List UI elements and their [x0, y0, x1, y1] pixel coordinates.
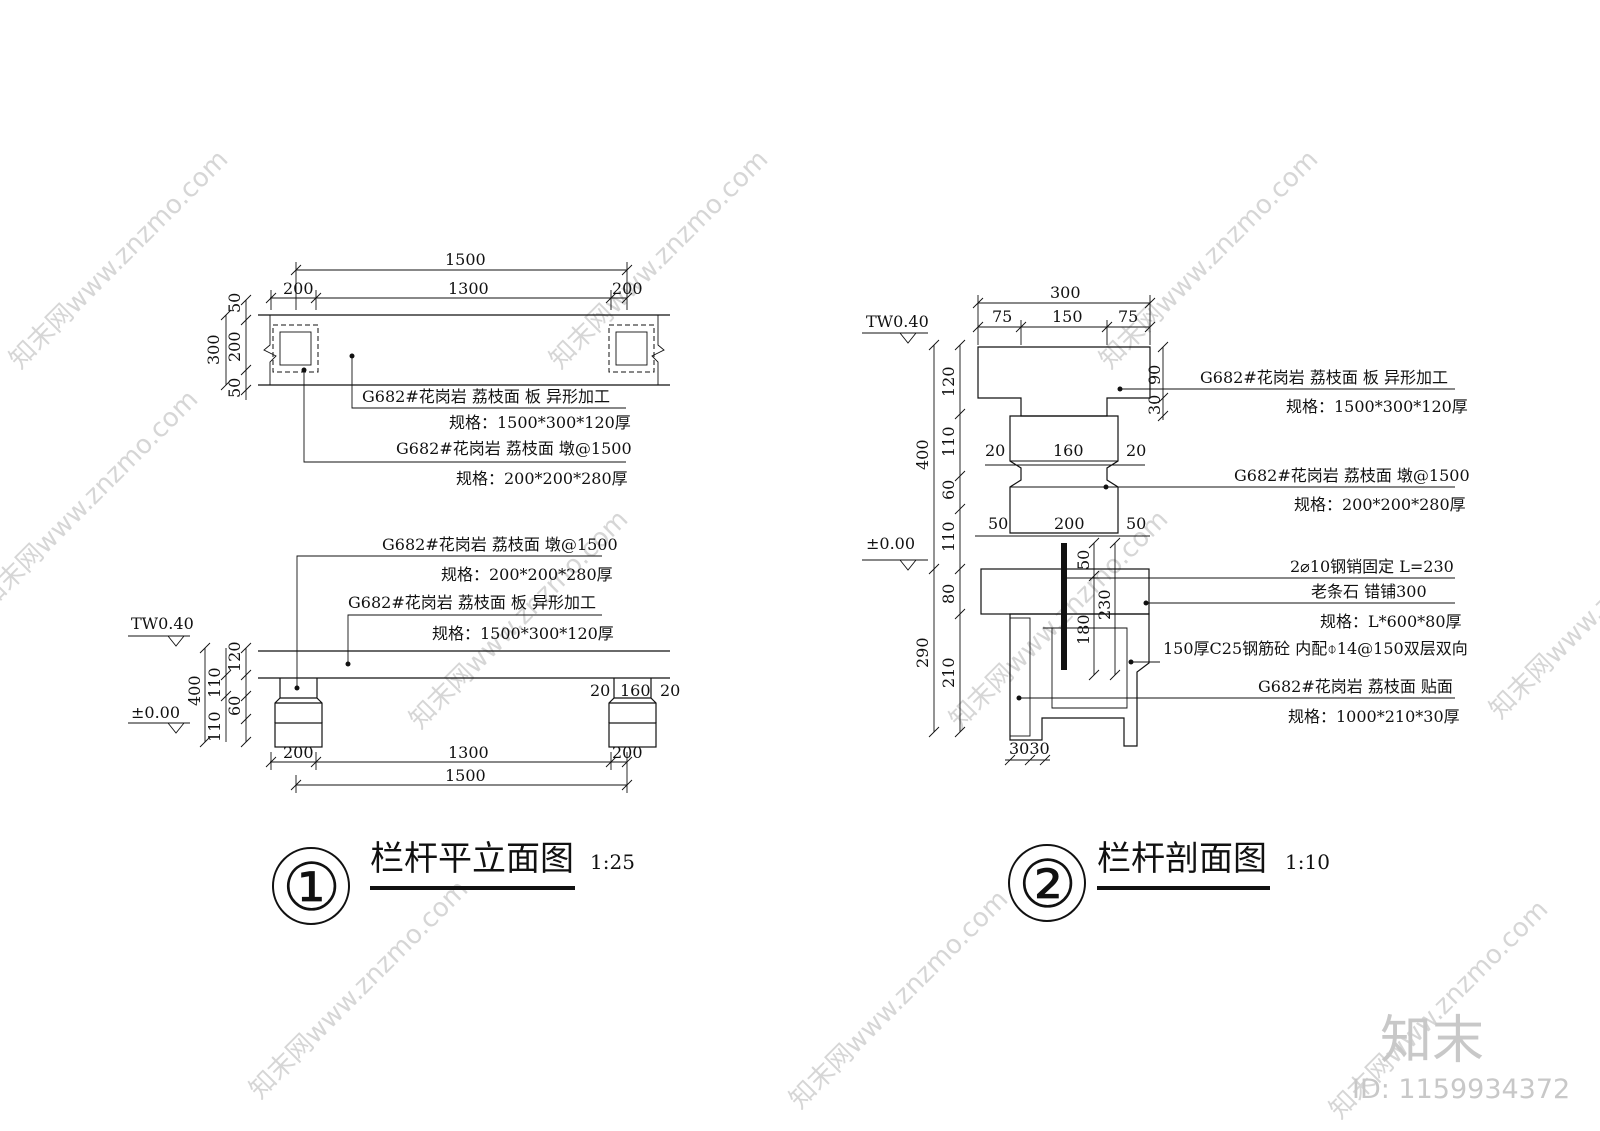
sec-dim-230: 230	[1095, 589, 1114, 620]
plan-note1-line2: 规格：1500*300*120厚	[449, 413, 631, 432]
sec-note-1: G682#花岗岩 荔枝面 板 异形加工	[1200, 368, 1448, 387]
sec-dim-75a: 75	[992, 307, 1012, 326]
elev-dim-mid: 1300	[448, 743, 489, 762]
sec-dim-180: 180	[1074, 614, 1093, 645]
watermark-text: 知末网www.znzmo.com	[1484, 494, 1600, 725]
sec-dim-290: 290	[913, 637, 932, 668]
drawing1-scale: 1:25	[590, 850, 635, 874]
sec-dim-50a: 50	[988, 514, 1008, 533]
sec-note-4: 规格：200*200*280厚	[1294, 495, 1466, 514]
sec-note-10: 规格：1000*210*30厚	[1288, 707, 1460, 726]
watermark-text: 知末网www.znzmo.com	[944, 504, 1175, 735]
sec-level-zero: ±0.00	[866, 534, 915, 553]
sec-dim-80: 80	[939, 584, 958, 604]
drawing1-title: 栏杆平立面图	[370, 839, 574, 879]
elev-dim-left: 200	[283, 743, 314, 762]
watermark-text: 知末网www.znzmo.com	[244, 874, 475, 1105]
sec-dim-150: 150	[1052, 307, 1083, 326]
sec-dim-110a: 110	[939, 426, 958, 457]
sec-note-8: 150厚C25钢筋砼 内配⌽14@150双层双向	[1163, 639, 1468, 658]
sec-note-5: 2⌀10钢销固定 L=230	[1290, 557, 1454, 576]
elev-dim-20b: 20	[660, 681, 680, 700]
drawing1-number: ①	[282, 849, 341, 926]
plan-note1-line1: G682#花岗岩 荔枝面 板 异形加工	[362, 387, 610, 406]
elev-dim-60: 60	[225, 696, 244, 716]
elev-dim-120: 120	[225, 641, 244, 672]
elev-dim-110a: 110	[205, 667, 224, 698]
sec-dim-210: 210	[939, 657, 958, 688]
elev-note1-line1: G682#花岗岩 荔枝面 墩@1500	[382, 535, 618, 554]
elev-dim-400: 400	[185, 675, 204, 706]
sec-dim-90: 90	[1145, 365, 1164, 385]
plan-dim-mid: 1300	[448, 279, 489, 298]
plan-dim-total: 1500	[445, 250, 486, 269]
title-block-2: ② 栏杆剖面图 1:10	[1008, 839, 1330, 923]
elev-dim-160: 160	[620, 681, 651, 700]
watermark-text: 知末网www.znzmo.com	[4, 144, 235, 375]
sec-note-2: 规格：1500*300*120厚	[1286, 397, 1468, 416]
title-block-1: ① 栏杆平立面图 1:25	[272, 839, 635, 926]
sec-dim-300: 300	[1050, 283, 1081, 302]
sec-dim-120: 120	[939, 366, 958, 397]
watermark-text: 知末网www.znzmo.com	[0, 384, 204, 615]
watermark-text: 知末网www.znzmo.com	[1094, 144, 1325, 375]
sec-dim-20a: 20	[985, 441, 1005, 460]
elev-note1-line2: 规格：200*200*280厚	[441, 565, 613, 584]
section-view: 300 75 150 75 TW0.40 ±0.00 120 110 60 11…	[862, 283, 1470, 766]
sec-dim-3030: 3030	[1009, 739, 1050, 758]
sec-level-top: TW0.40	[866, 312, 929, 331]
plan-dim-right: 200	[612, 279, 643, 298]
elev-level-zero: ±0.00	[131, 703, 180, 722]
watermark-text: 知末网www.znzmo.com	[784, 884, 1015, 1115]
watermark-brand: 知末	[1380, 1011, 1484, 1071]
sec-dim-75b: 75	[1118, 307, 1138, 326]
watermark-layer: 知末网www.znzmo.com 知末网www.znzmo.com 知末网www…	[0, 144, 1600, 1125]
drawing2-scale: 1:10	[1285, 850, 1330, 874]
elevation-view: G682#花岗岩 荔枝面 墩@1500 规格：200*200*280厚 G682…	[128, 535, 680, 793]
elev-dim-right: 200	[612, 743, 643, 762]
plan-dim-side-50a: 50	[225, 293, 244, 313]
drawing2-title: 栏杆剖面图	[1097, 839, 1267, 879]
plan-dim-side-50b: 50	[225, 378, 244, 398]
sec-dim-50b: 50	[1126, 514, 1146, 533]
sec-dim-400: 400	[913, 439, 932, 470]
sec-dim-110b: 110	[939, 521, 958, 552]
sec-dim-50c: 50	[1074, 550, 1093, 570]
sec-dim-30: 30	[1145, 395, 1164, 415]
sec-dim-20b: 20	[1126, 441, 1146, 460]
elev-level-top: TW0.40	[131, 614, 194, 633]
sec-note-6: 老条石 错铺300	[1311, 582, 1427, 601]
drawing2-number: ②	[1018, 846, 1077, 923]
sec-note-7: 规格：L*600*80厚	[1320, 612, 1462, 631]
sec-dim-60: 60	[939, 480, 958, 500]
watermark-text: 知末网www.znzmo.com	[544, 144, 775, 375]
sec-dim-200: 200	[1054, 514, 1085, 533]
plan-view: 1500 200 1300 200 50 200 300 50 G682#花岗岩…	[204, 250, 670, 488]
sec-dim-160: 160	[1053, 441, 1084, 460]
elev-dim-20a: 20	[590, 681, 610, 700]
plan-dim-side-200: 200	[225, 331, 244, 362]
plan-dim-side-300: 300	[204, 334, 223, 365]
elev-dim-total: 1500	[445, 766, 486, 785]
elev-note2-line1: G682#花岗岩 荔枝面 板 异形加工	[348, 593, 596, 612]
plan-note2-line1: G682#花岗岩 荔枝面 墩@1500	[396, 439, 632, 458]
elev-dim-110b: 110	[205, 711, 224, 742]
watermark-id: ID: 1159934372	[1352, 1074, 1570, 1105]
plan-dim-left: 200	[283, 279, 314, 298]
elev-note2-line2: 规格：1500*300*120厚	[432, 624, 614, 643]
plan-note2-line2: 规格：200*200*280厚	[456, 469, 628, 488]
sec-note-9: G682#花岗岩 荔枝面 贴面	[1258, 677, 1453, 696]
sec-note-3: G682#花岗岩 荔枝面 墩@1500	[1234, 466, 1470, 485]
